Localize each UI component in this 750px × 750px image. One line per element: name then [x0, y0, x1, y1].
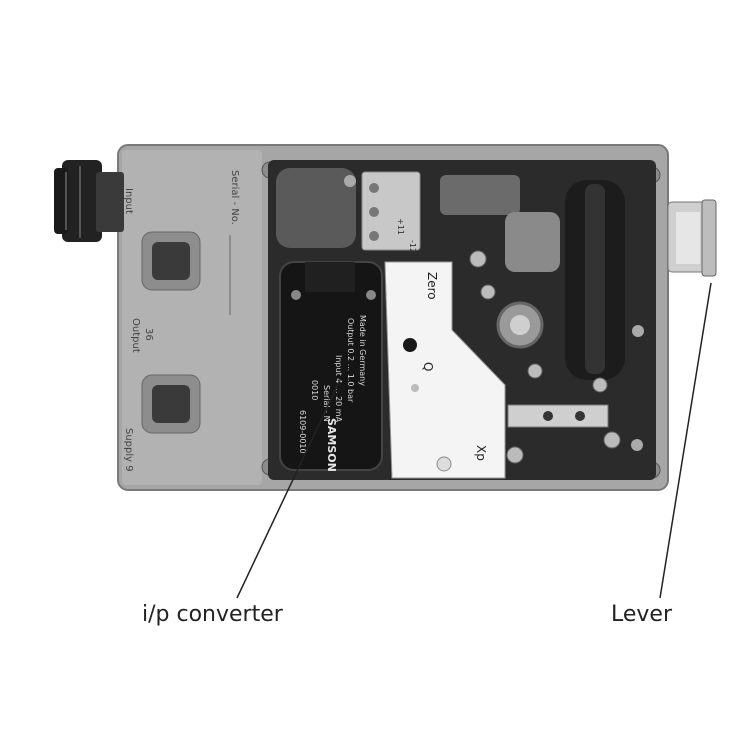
internal-mechanics: +11 -12 [276, 168, 644, 464]
serial-marking: Serial - No. [229, 170, 240, 225]
cable-gland [54, 160, 124, 242]
converter-serial: Serial - N [322, 385, 331, 422]
callout-ip-converter: i/p converter [142, 602, 283, 627]
terminal-label: +11 [396, 218, 405, 235]
callout-lever: Lever [611, 602, 673, 627]
zero-label: Zero [425, 272, 439, 300]
ip-converter: Made in Germany Output 0.2 ... 1.0 bar I… [279, 261, 383, 472]
converter-made-in: Made in Germany [358, 315, 367, 386]
output-marking: Output [130, 318, 141, 353]
housing-markings: Serial - No. Input 36 Output Supply 9 [123, 170, 240, 472]
output-code-marking: 36 [143, 328, 154, 341]
q-label: Q [421, 362, 435, 371]
supply-marking: Supply 9 [123, 428, 134, 472]
output-port [141, 374, 201, 434]
converter-brand: SAMSON [325, 418, 338, 472]
converter-model: 6109-0010 [298, 410, 307, 454]
input-marking: Input [123, 188, 134, 214]
callout-line-ip [236, 379, 341, 599]
converter-output: Output 0.2 ... 1.0 bar [346, 318, 355, 403]
terminal-label: -12 [408, 240, 417, 253]
input-port [141, 231, 201, 291]
callout-line-lever [659, 282, 712, 599]
xp-label: Xp [474, 445, 488, 461]
converter-extra: 0010 [310, 380, 319, 400]
adjustment-plate: Zero Q Xp [384, 261, 506, 479]
converter-input: Input 4 ... 20 mA [334, 355, 343, 423]
lever [667, 199, 717, 277]
